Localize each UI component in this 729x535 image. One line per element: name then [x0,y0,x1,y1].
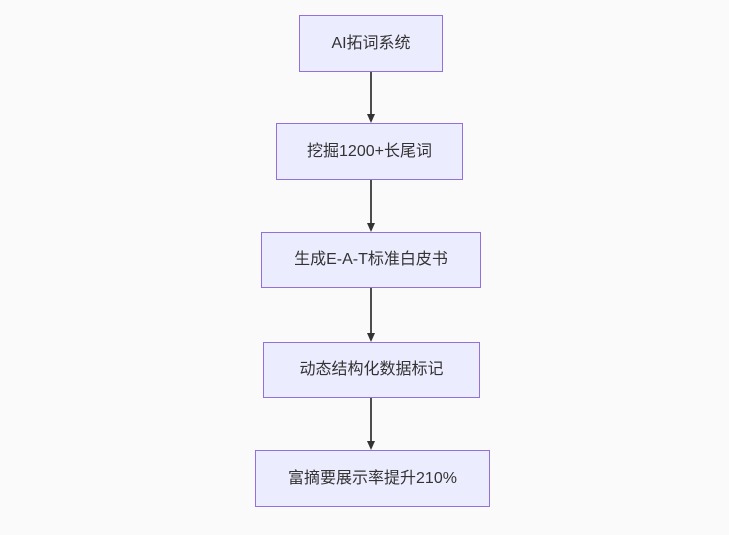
flow-node-generate-eat-whitepaper: 生成E-A-T标准白皮书 [261,232,481,288]
arrowhead-down-icon [366,441,375,450]
arrowhead-down-icon [366,223,375,232]
flow-edge-3 [366,288,376,342]
arrowhead-down-icon [366,114,375,123]
flow-node-label: 动态结构化数据标记 [299,361,444,379]
flow-edge-4 [366,398,376,450]
edge-line [370,398,372,443]
flow-node-label: 富摘要展示率提升210% [288,469,457,487]
edge-line [370,180,372,225]
flow-node-label: AI拓词系统 [331,34,411,52]
flow-node-mine-longtail-keywords: 挖掘1200+长尾词 [276,123,463,180]
flow-node-dynamic-structured-data-markup: 动态结构化数据标记 [263,342,480,398]
edge-line [370,72,372,116]
flow-node-label: 挖掘1200+长尾词 [307,142,432,160]
flow-node-rich-snippet-rate-increase: 富摘要展示率提升210% [255,450,490,507]
flow-edge-1 [366,72,376,123]
flow-edge-2 [366,180,376,232]
flow-node-label: 生成E-A-T标准白皮书 [294,251,448,269]
flow-node-ai-word-expansion-system: AI拓词系统 [299,15,443,72]
edge-line [370,288,372,335]
arrowhead-down-icon [366,333,375,342]
